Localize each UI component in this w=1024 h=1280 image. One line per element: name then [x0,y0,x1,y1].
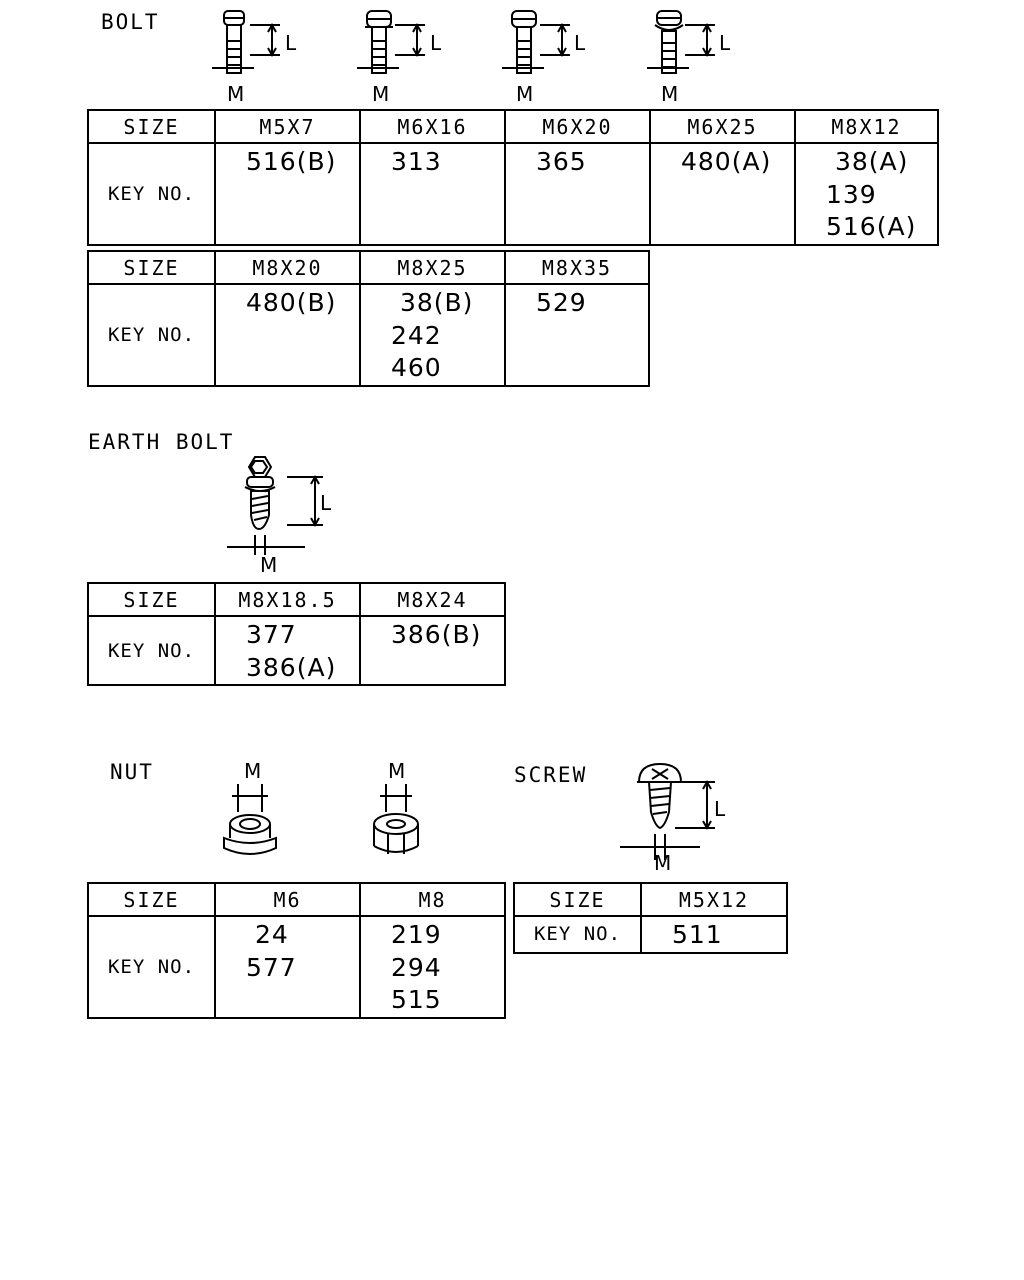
bolt-drawing-3 [502,10,570,74]
screw-dim-l: L [714,797,726,821]
key-number: 516(A) [826,212,917,241]
key-number: 313 [391,147,442,176]
bolt-1-dim-l: L [285,31,297,55]
size-cell: M8X35 [504,250,650,285]
key-number: 38(A) [826,147,909,176]
bolt-drawing-2 [357,10,425,74]
key-number: 480(B) [246,288,337,317]
bolt-2-dim-l: L [430,31,442,55]
size-cell: M6X20 [504,109,651,144]
size-cell: M8 [359,882,506,917]
table-header-row: SIZE M6 M8 [87,882,506,917]
key-number: 511 [672,920,723,949]
key-number: 516(B) [246,147,337,176]
size-cell: M8X18.5 [214,582,361,617]
bolt-drawing-1 [212,10,280,74]
earth-bolt-dim-m: M [260,553,278,577]
table-header-row: SIZE M5X12 [513,882,788,917]
key-number: 577 [246,952,297,982]
key-number: 219 [391,920,442,949]
key-number: 480(A) [681,147,772,176]
nut-m6-dim-m: M [244,759,262,783]
size-cell: M6X16 [359,109,506,144]
key-number: 294 [391,952,442,982]
key-no-header: KEY NO. [513,915,642,954]
key-number: 365 [536,147,587,176]
table-key-row: KEY NO. 24 577 219 294 515 [87,915,506,1019]
earth-bolt-section-title: EARTH BOLT [88,430,235,454]
key-number: 460 [391,353,442,382]
table-key-row: KEY NO. 377 386(A) 386(B) [87,615,506,686]
key-no-header: KEY NO. [87,283,216,387]
key-number: 38(B) [391,288,474,317]
bolt-3-dim-m: M [516,82,534,106]
size-cell: M6X25 [649,109,796,144]
size-header: SIZE [513,882,642,917]
size-cell: M8X25 [359,250,506,285]
bolt-3-dim-l: L [574,31,586,55]
table-header-row: SIZE M8X18.5 M8X24 [87,582,506,617]
size-cell: M8X12 [794,109,939,144]
screw-size-table: SIZE M5X12 KEY NO. 511 [513,882,788,954]
size-cell: M8X20 [214,250,361,285]
bolt-drawing-4 [647,10,715,74]
nut-section-title: NUT [110,760,154,784]
size-cell: M5X7 [214,109,361,144]
hex-nut-drawing [373,784,419,854]
key-no-header: KEY NO. [87,915,216,1019]
earth-bolt-drawing [227,456,323,555]
screw-dim-m: M [654,851,672,875]
earth-bolt-size-table: SIZE M8X18.5 M8X24 KEY NO. 377 386(A) 38… [87,582,506,686]
nut-size-table: SIZE M6 M8 KEY NO. 24 577 219 294 515 [87,882,506,1019]
key-number: 529 [536,288,587,317]
key-no-header: KEY NO. [87,615,216,686]
flange-nut-drawing [223,784,277,855]
bolt-4-dim-l: L [719,31,731,55]
size-cell: M8X24 [359,582,506,617]
bolt-size-table-1: SIZE M5X7 M6X16 M6X20 M6X25 M8X12 KEY NO… [87,109,939,246]
size-header: SIZE [87,250,216,285]
key-number: 139 [826,179,877,209]
size-header: SIZE [87,882,216,917]
key-number: 24 [246,920,289,949]
key-number: 242 [391,320,442,350]
size-cell: M5X12 [640,882,788,917]
key-number: 515 [391,985,442,1014]
screw-section-title: SCREW [514,763,588,787]
table-key-row: KEY NO. 511 [513,915,788,954]
screw-drawing [620,762,715,860]
table-key-row: KEY NO. 516(B) 313 365 480(A) 38(A) 139 … [87,142,939,246]
bolt-4-dim-m: M [661,82,679,106]
earth-bolt-dim-l: L [320,491,332,515]
bolt-size-table-2: SIZE M8X20 M8X25 M8X35 KEY NO. 480(B) 38… [87,250,650,387]
key-number: 386(A) [246,652,337,682]
bolt-1-dim-m: M [227,82,245,106]
key-number: 386(B) [391,620,482,649]
table-header-row: SIZE M8X20 M8X25 M8X35 [87,250,650,285]
key-no-header: KEY NO. [87,142,216,246]
key-number: 377 [246,620,297,649]
table-header-row: SIZE M5X7 M6X16 M6X20 M6X25 M8X12 [87,109,939,144]
bolt-section-title: BOLT [101,10,160,34]
size-header: SIZE [87,582,216,617]
table-key-row: KEY NO. 480(B) 38(B) 242 460 529 [87,283,650,387]
size-cell: M6 [214,882,361,917]
bolt-2-dim-m: M [372,82,390,106]
nut-m8-dim-m: M [388,759,406,783]
size-header: SIZE [87,109,216,144]
